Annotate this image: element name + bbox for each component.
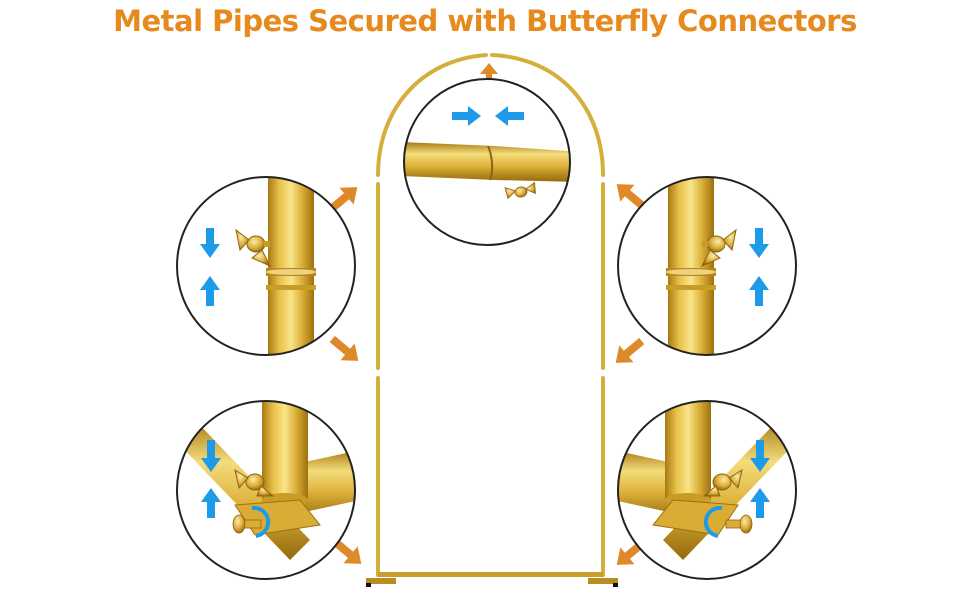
arrow-up <box>749 276 769 306</box>
butterfly-wing-nut-icon <box>234 468 275 497</box>
arrow-down <box>201 440 221 472</box>
callout-arrow-right-middle <box>615 337 645 363</box>
page-title: Metal Pipes Secured with Butterfly Conne… <box>113 4 857 38</box>
callout-arrow-left-middle <box>329 335 359 361</box>
blue-direction-arrow-icon <box>452 106 524 126</box>
vertical-pipe-section <box>268 177 314 355</box>
arrow-down <box>200 228 220 258</box>
butterfly-wing-nut-icon <box>504 181 536 200</box>
arch-pipe-section <box>404 142 570 182</box>
blue-direction-arrow-icon <box>749 228 769 306</box>
callout-arrow-left-upper <box>328 187 358 213</box>
arch-top-right-pipe <box>490 53 605 177</box>
arrow-down <box>749 228 769 258</box>
arrow-left <box>495 106 524 126</box>
blue-direction-arrow-icon <box>750 440 770 518</box>
orange-callout-arrow-icon <box>328 63 646 565</box>
butterfly-wing-nut-icon <box>702 468 743 497</box>
rotation-arrow <box>251 505 271 538</box>
right-foot <box>588 578 618 584</box>
left-foot-cap <box>366 583 371 587</box>
vertical-pipe-section <box>262 401 308 500</box>
butterfly-wing-nut-icon <box>235 228 272 268</box>
vertical-pipe-section <box>665 401 711 500</box>
thumb-screw-icon <box>725 514 753 534</box>
blue-direction-arrow-icon <box>200 228 220 306</box>
thumb-screw-icon <box>232 514 262 534</box>
detail-circle-left-upper-joint <box>176 176 356 356</box>
arrow-down <box>750 440 770 472</box>
base-stand <box>366 572 618 587</box>
arch-top-left-pipe <box>376 53 488 177</box>
blue-direction-arrow-icon <box>201 440 221 518</box>
vertical-pipe-section <box>668 177 714 355</box>
callout-arrow-right-upper <box>616 184 646 210</box>
callout-arrow-top <box>480 63 498 80</box>
base-crossbar <box>378 572 603 577</box>
arrow-up <box>200 276 220 306</box>
detail-circle-arch-joint <box>403 78 571 246</box>
detail-circle-left-base-joint <box>176 400 356 580</box>
left-foot <box>366 578 396 584</box>
butterfly-wing-nut-icon <box>700 228 737 268</box>
callout-arrow-left-bottom <box>332 538 362 564</box>
arrow-right <box>452 106 481 126</box>
arch-frame <box>376 53 605 577</box>
right-foot-cap <box>613 583 618 587</box>
detail-circle-right-upper-joint <box>617 176 797 356</box>
rotation-arrow <box>703 505 723 538</box>
arrow-up <box>750 488 770 518</box>
arrow-up <box>201 488 221 518</box>
detail-circle-right-base-joint <box>617 400 797 580</box>
